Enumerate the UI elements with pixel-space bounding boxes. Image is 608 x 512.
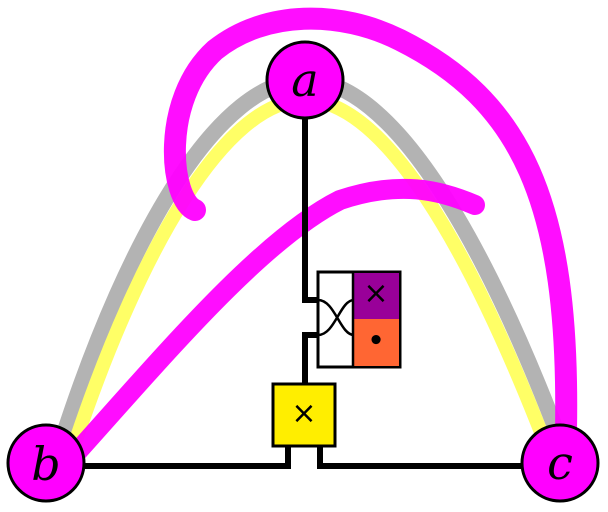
node-c[interactable]: c [520, 423, 600, 503]
frame-top-times-icon: × [363, 276, 388, 311]
magenta-outer-strand [163, 7, 578, 441]
node-b[interactable]: b [6, 423, 86, 503]
wire-frame-to-tensor [302, 332, 320, 385]
frame-bottom-cell [353, 319, 399, 366]
crossing-wires [317, 298, 355, 337]
node-b-label: b [31, 437, 60, 491]
wire-b-to-tensor [80, 445, 291, 469]
frame-bottom-dot-icon: • [368, 326, 385, 356]
wire-a-to-frame [302, 110, 320, 303]
frame-top-cell [353, 273, 399, 319]
node-c-label: c [547, 436, 573, 490]
wire-tensor-to-c [317, 445, 525, 469]
node-a[interactable]: a [265, 40, 345, 120]
tensor-times-icon: × [291, 396, 316, 431]
swap-frame: × • [316, 270, 402, 369]
node-a-label: a [291, 53, 318, 107]
tensor-box: × [271, 382, 337, 448]
